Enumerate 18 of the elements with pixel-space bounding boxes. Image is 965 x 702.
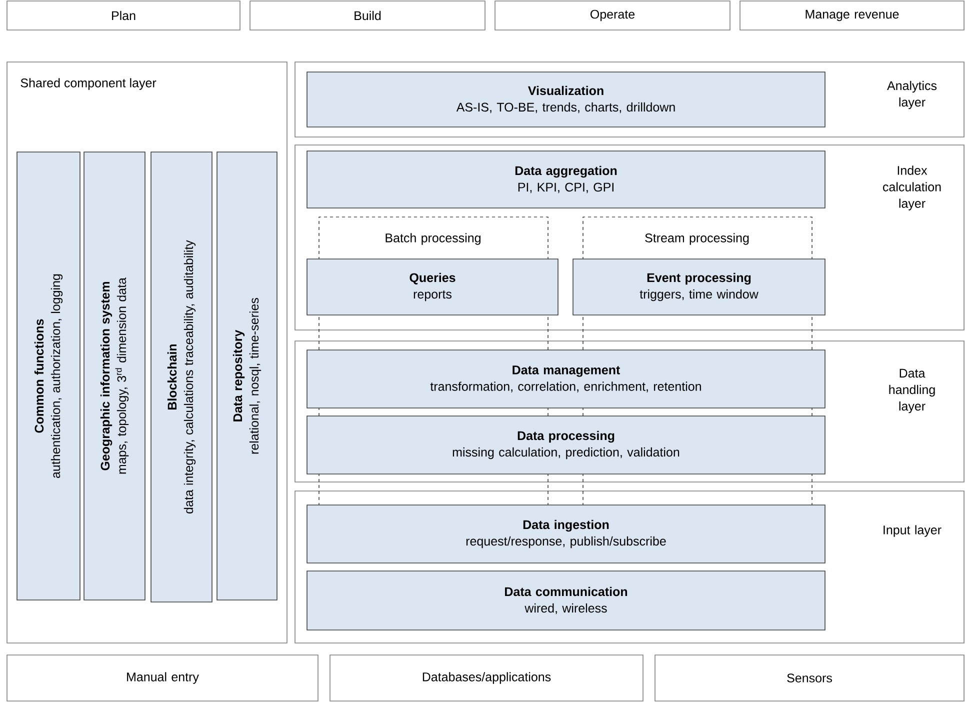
component-box: Data management transformation, correlation, enrichment, retention	[306, 350, 826, 408]
component-box: Data communication wired, wireless	[306, 570, 826, 630]
component-box: Blockchain data integrity, calculations traceability, auditability	[150, 152, 212, 602]
component-box: Common functions authentication, authorization, logging	[16, 152, 80, 600]
tab-box: Manage revenue	[740, 0, 964, 30]
tab-box: Databases/applications	[330, 654, 644, 702]
tab-box: Operate	[494, 0, 730, 30]
tab-box: Manual entry	[6, 654, 318, 702]
component-box: Data repository relational, nosql, time-series	[216, 152, 278, 600]
tab-box: Sensors	[654, 654, 964, 702]
tab-box: Plan	[6, 0, 240, 30]
component-box: Queries reports	[306, 258, 558, 316]
component-box: Data ingestion request/response, publish/subscribe	[306, 504, 826, 564]
component-box: Event processing triggers, time window	[572, 258, 826, 316]
component-box: Visualization AS-IS, TO-BE, trends, charts, drilldown	[306, 72, 826, 128]
tab-box: Build	[250, 0, 486, 30]
component-box: Data processing missing calculation, prediction, validation	[306, 416, 826, 474]
component-box: Data aggregation PI, KPI, CPI, GPI	[306, 150, 826, 208]
